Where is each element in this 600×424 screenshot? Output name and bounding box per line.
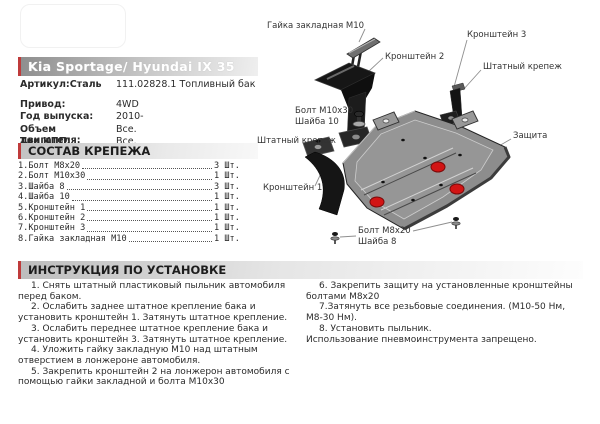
article-row: Артикул:Сталь 111.02828.1 Топливный бак [20, 79, 270, 90]
spec-row-gearbox: Тип КПП: Все. [20, 136, 270, 148]
label-bracket-2: Кронштейн 2 [385, 52, 445, 62]
hardware-section-bar: СОСТАВ КРЕПЕЖА [18, 143, 258, 159]
instructions-left-column: 1. Снять штатный пластиковый пыльник авт… [18, 281, 304, 388]
article-label: Артикул:Сталь [20, 79, 102, 90]
bracket-2-part [314, 62, 376, 148]
diagram-drawing [302, 28, 512, 244]
instruction-step: 4. Уложить гайку закладную М10 над штатн… [18, 345, 258, 366]
label-washer-10: Шайба 10 [295, 117, 339, 127]
spec-label: Привод: [20, 99, 66, 110]
exploded-view-diagram: Гайка закладная М10 Кронштейн 2 Кронштей… [255, 0, 600, 258]
dot-leader [66, 189, 212, 191]
bracket-3-part [439, 82, 466, 127]
dot-leader [128, 241, 212, 243]
label-stock-fastener-left: Штатный крепеж [257, 136, 336, 146]
dot-leader [87, 220, 212, 222]
instructions-right-column: 6. Закрепить защиту на установленные кро… [306, 281, 574, 345]
instruction-note: Использование пневмоинструмента запрещен… [306, 334, 537, 345]
plate-tabs [372, 110, 479, 131]
spec-label: Объем двигателя: [20, 123, 81, 146]
shield-plate [342, 110, 511, 231]
instruction-step: 8. Установить пыльник. [319, 323, 432, 334]
label-bracket-1: Кронштейн 1 [263, 183, 323, 193]
instruction-step: 3. Ослабить переднее штатное крепление б… [18, 323, 288, 345]
label-bracket-3: Кронштейн 3 [467, 30, 527, 40]
hardware-title: СОСТАВ КРЕПЕЖА [28, 144, 151, 158]
label-shield: Защита [513, 131, 548, 141]
spec-value: 4WD [116, 99, 139, 110]
spec-value: Все. [116, 136, 137, 148]
logo-placeholder [20, 4, 126, 48]
article-value: 111.02828.1 Топливный бак [116, 79, 256, 90]
spec-row-year: Год выпуска: 2010- [20, 111, 270, 123]
spec-row-engine: Объем двигателя: Все. [20, 123, 270, 146]
bolt-m8-left-icon [330, 232, 340, 244]
instruction-step: 7.Затянуть все резьбовые соединения. (М1… [306, 302, 566, 324]
instruction-step: 5. Закрепить кронштейн 2 на лонжерон авт… [18, 366, 290, 388]
dot-leader [87, 209, 212, 211]
label-stock-fastener-right: Штатный крепеж [483, 62, 562, 72]
spec-value: 2010- [116, 111, 144, 123]
instructions-section-bar: ИНСТРУКЦИЯ ПО УСТАНОВКЕ [18, 261, 583, 279]
page-title: Kia Sportage/ Hyundai IX 35 [28, 59, 235, 74]
spec-row-drive: Привод: 4WD [20, 99, 270, 111]
model-title-bar: Kia Sportage/ Hyundai IX 35 [18, 57, 258, 76]
dot-leader [87, 178, 212, 180]
spec-value: Все. [116, 123, 137, 135]
plate-holes [381, 138, 462, 202]
dot-leader [87, 230, 212, 232]
dot-leader [82, 168, 212, 170]
instruction-step: 1. Снять штатный пластиковый пыльник авт… [18, 281, 286, 302]
bolt-m8-right-icon [451, 217, 461, 229]
instructions-title: ИНСТРУКЦИЯ ПО УСТАНОВКЕ [28, 263, 227, 277]
label-bolt-m10: Болт М10х30 [295, 106, 354, 116]
embedded-nut-part [346, 37, 381, 73]
spec-label: Год выпуска: [20, 111, 94, 123]
label-washer-8: Шайба 8 [358, 237, 397, 247]
dot-leader [71, 199, 212, 201]
label-embedded-nut: Гайка закладная М10 [267, 21, 365, 31]
spec-table: Привод: 4WD Год выпуска: 2010- Объем дви… [20, 99, 270, 149]
label-bolt-m8: Болт М8х20 [358, 226, 411, 236]
instruction-step: 2. Ослабить заднее штатное крепление бак… [18, 302, 288, 324]
spec-label: Тип КПП: [20, 136, 71, 148]
red-bolt-markers [369, 161, 465, 208]
bracket-1-part [302, 136, 345, 216]
bolt-m10-icon [352, 110, 366, 127]
instruction-step: 6. Закрепить защиту на установленные кро… [306, 281, 573, 302]
